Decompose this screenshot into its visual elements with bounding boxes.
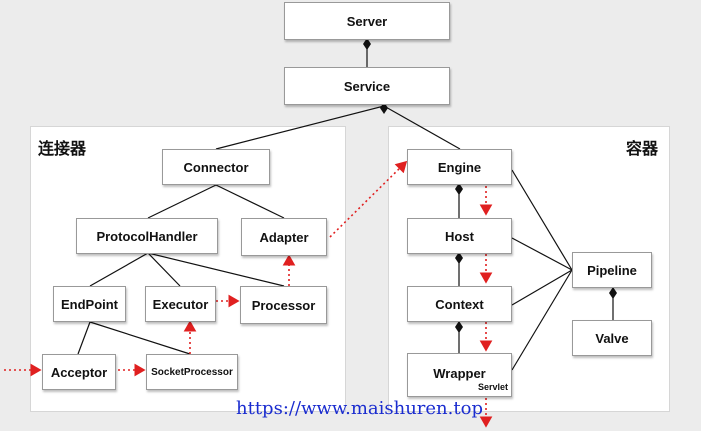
arrow-adapter-engine (329, 160, 408, 238)
line-host-pipeline (511, 237, 573, 271)
context-node: Context (407, 286, 512, 322)
diamond-engine (455, 183, 463, 195)
line-ph-endpoint (89, 252, 149, 287)
servlet-label: Servlet (478, 382, 509, 392)
valve-node: Valve (572, 320, 652, 356)
acceptor-node: Acceptor (42, 354, 116, 390)
line-connector-adapter (215, 184, 285, 219)
diamond-host (455, 252, 463, 264)
protocol-handler-node: ProtocolHandler (76, 218, 218, 254)
service-node: Service (284, 67, 450, 105)
watermark-url: https://www.maishuren.top (236, 398, 483, 419)
executor-node: Executor (145, 286, 216, 322)
host-node: Host (407, 218, 512, 254)
server-node: Server (284, 2, 450, 40)
line-service-connector (215, 105, 385, 150)
pipeline-node: Pipeline (572, 252, 652, 288)
line-ph-executor (147, 252, 181, 287)
line-endpoint-acceptor (77, 321, 91, 355)
wrapper-node: Wrapper (407, 353, 512, 397)
line-endpoint-socketprocessor (89, 321, 191, 355)
endpoint-node: EndPoint (53, 286, 126, 322)
diamond-server (363, 38, 371, 50)
line-connector-protocolhandler (147, 184, 217, 219)
diamond-service (380, 102, 388, 114)
line-service-engine (383, 105, 461, 150)
connector-node: Connector (162, 149, 270, 185)
adapter-node: Adapter (241, 218, 327, 256)
socket-processor-node: SocketProcessor (146, 354, 238, 390)
diamond-context (455, 321, 463, 333)
connector-panel-label: 连接器 (38, 139, 87, 158)
line-ph-processor (147, 252, 285, 287)
line-engine-pipeline (511, 169, 573, 271)
line-wrapper-pipeline (511, 269, 573, 371)
line-context-pipeline (511, 269, 573, 306)
wrapper-label: Wrapper (433, 366, 486, 381)
diamond-pipeline (609, 287, 617, 299)
processor-node: Processor (240, 286, 327, 324)
container-panel-label: 容器 (626, 139, 659, 158)
engine-node: Engine (407, 149, 512, 185)
